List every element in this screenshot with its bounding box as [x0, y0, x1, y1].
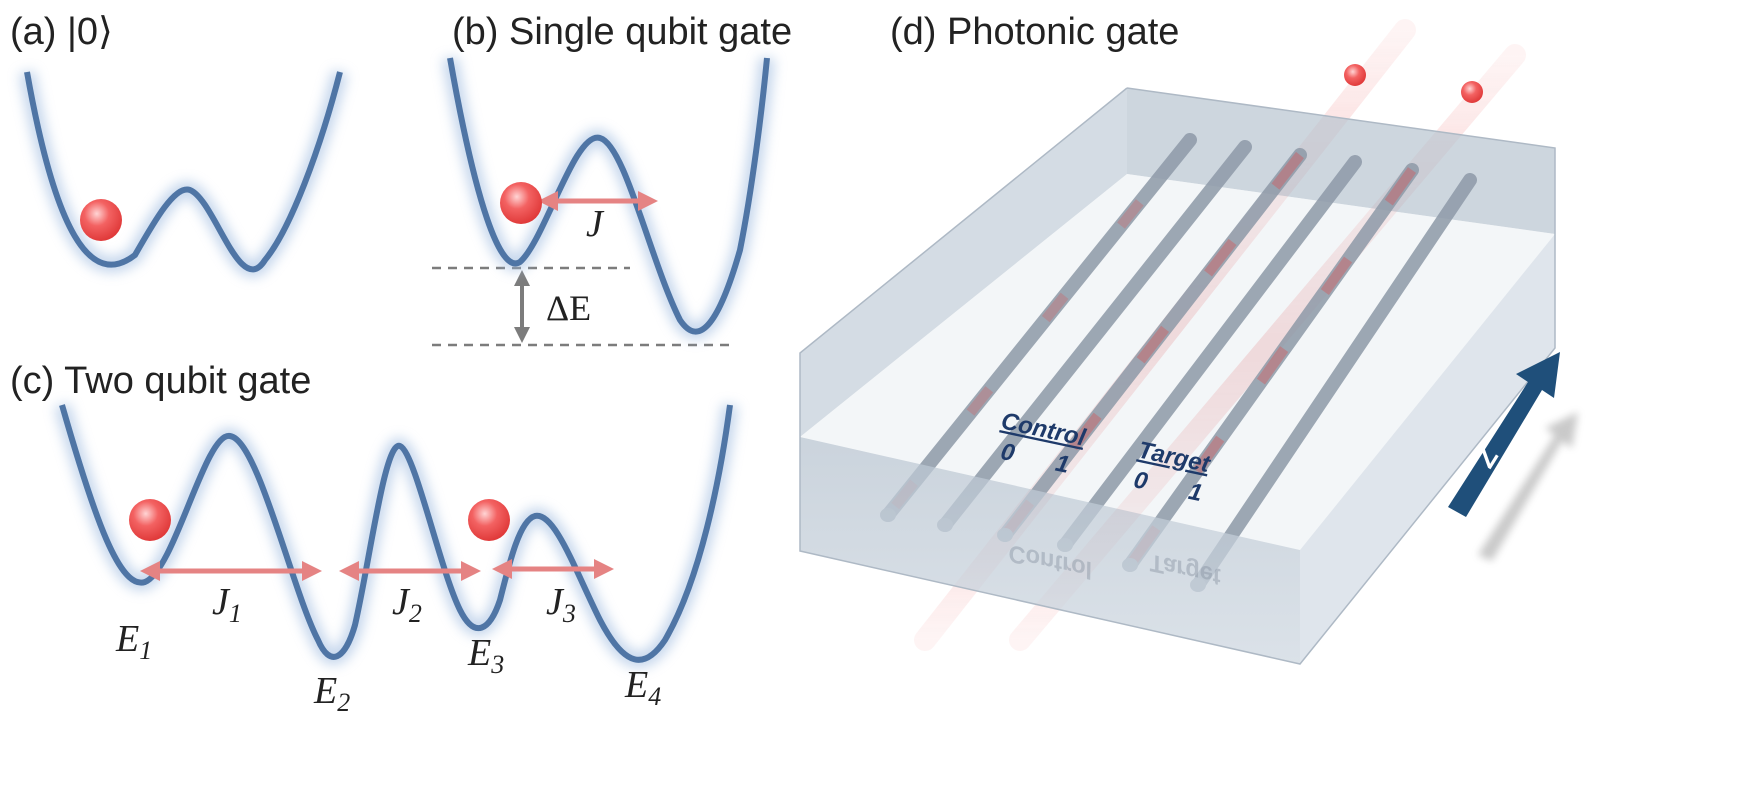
coupling-label-2: J2: [392, 581, 422, 628]
chip-inner-floor: [800, 174, 1555, 550]
coupling-label: J: [586, 203, 605, 245]
guided-light-coupled: [884, 136, 1194, 519]
particle: [500, 182, 542, 224]
panel-a: (a) |0⟩: [10, 11, 348, 278]
panel-b: (b) Single qubit gate ΔE J: [432, 11, 792, 347]
energy-label-2: E2: [313, 670, 350, 717]
asymmetric-well-curve: [447, 57, 770, 335]
waveguides: [880, 133, 1477, 592]
chip-back-face: [1127, 88, 1555, 234]
energy-label-1: E1: [115, 618, 152, 665]
potential-glow: [442, 56, 775, 340]
waveguide-2: [938, 140, 1252, 532]
energy-label-4: E4: [624, 664, 661, 711]
target-index-1: 1: [1186, 478, 1205, 507]
panel-c-label: (c) Two qubit gate: [10, 360, 311, 402]
waveguide-1: [881, 133, 1197, 522]
double-well-curve: [24, 71, 343, 273]
chip-outline: [799, 87, 1556, 665]
control-index-0: 0: [998, 438, 1017, 467]
energy-gap-label: ΔE: [546, 288, 591, 328]
guided-light-target: [1125, 167, 1417, 568]
z-axis: Z: [1448, 352, 1578, 561]
photon-target: [1461, 81, 1483, 103]
panel-d: (d) Photonic gate: [799, 11, 1578, 665]
panel-b-label: (b) Single qubit gate: [452, 11, 792, 53]
particle-control: [129, 499, 171, 541]
target-index-0: 0: [1131, 466, 1150, 495]
waveguide-3: [998, 148, 1307, 542]
photon-control: [1344, 64, 1366, 86]
waveguide-6: [1191, 173, 1477, 592]
chip-right-face: [1300, 234, 1555, 664]
chip-front-face: [800, 437, 1300, 664]
control-index-1: 1: [1053, 450, 1072, 479]
coupling-label-3: J3: [546, 581, 576, 628]
panel-a-label: (a) |0⟩: [10, 11, 113, 53]
coupling-label-1: J1: [212, 581, 242, 628]
panel-d-label: (d) Photonic gate: [890, 11, 1179, 53]
z-arrow: [1448, 352, 1560, 517]
chip-left-back-face: [800, 88, 1127, 437]
waveguide-4: [1058, 155, 1362, 552]
particle-target: [468, 499, 510, 541]
particle: [80, 199, 122, 241]
four-well-curve: [59, 404, 733, 663]
energy-label-3: E3: [467, 632, 504, 679]
z-arrow-shadow: [1478, 412, 1578, 561]
guided-light-control: [1001, 151, 1304, 539]
waveguide-5: [1123, 163, 1419, 572]
panel-c: (c) Two qubit gate J1 J2 J3 E1 E2 E3 E4: [10, 360, 738, 717]
